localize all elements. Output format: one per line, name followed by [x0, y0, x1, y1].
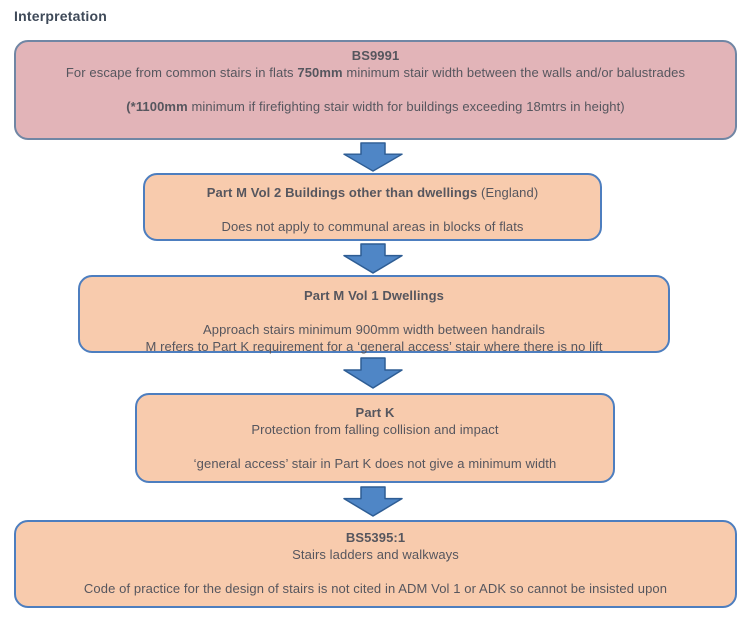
text-segment: For escape from common stairs in flats — [65, 65, 298, 80]
box-heading: Part M Vol 2 Buildings other than dwelli… — [145, 184, 600, 201]
box-text-line: ‘general access’ stair in Part K does no… — [193, 456, 557, 471]
text-segment-bold: Part M Vol 2 Buildings other than dwelli… — [206, 185, 478, 200]
box-heading: BS9991 — [351, 48, 400, 63]
down-arrow-icon — [343, 243, 403, 274]
page-title: Interpretation — [14, 8, 108, 24]
text-segment-bold: 750mm — [297, 65, 343, 80]
down-arrow-icon — [343, 142, 403, 172]
text-segment-bold: (*1100mm — [126, 99, 188, 114]
box-text-line: Stairs ladders and walkways — [292, 547, 459, 562]
down-arrow-icon — [343, 486, 403, 517]
spacer — [16, 563, 735, 580]
box-text-line: Does not apply to communal areas in bloc… — [221, 219, 524, 234]
spacer — [80, 304, 668, 321]
box-text-line: For escape from common stairs in flats 7… — [66, 64, 686, 81]
text-segment: minimum stair width between the walls an… — [342, 65, 686, 80]
box-heading: BS5395:1 — [345, 530, 406, 545]
text-segment: minimum if firefighting stair width for … — [187, 99, 625, 114]
down-arrow-icon — [343, 357, 403, 389]
box-heading: Part M Vol 1 Dwellings — [304, 288, 444, 303]
box-text-line: M refers to Part K requirement for a ‘ge… — [145, 339, 603, 354]
box-heading: Part K — [355, 405, 395, 420]
spacer — [16, 81, 735, 98]
flow-box-part-m-vol2: Part M Vol 2 Buildings other than dwelli… — [143, 173, 602, 241]
box-text-line: Protection from falling collision and im… — [251, 422, 499, 437]
spacer — [145, 201, 600, 218]
flow-box-part-k: Part K Protection from falling collision… — [135, 393, 615, 483]
flow-box-bs5395: BS5395:1 Stairs ladders and walkways Cod… — [14, 520, 737, 608]
box-text-line: (*1100mm minimum if firefighting stair w… — [16, 98, 735, 115]
spacer — [137, 438, 613, 455]
box-text-line: Approach stairs minimum 900mm width betw… — [202, 322, 545, 337]
box-text-line: Code of practice for the design of stair… — [83, 581, 668, 596]
text-segment: (England) — [477, 185, 539, 200]
flow-box-part-m-vol1: Part M Vol 1 Dwellings Approach stairs m… — [78, 275, 670, 354]
flow-box-bs9991: BS9991 For escape from common stairs in … — [14, 40, 737, 140]
